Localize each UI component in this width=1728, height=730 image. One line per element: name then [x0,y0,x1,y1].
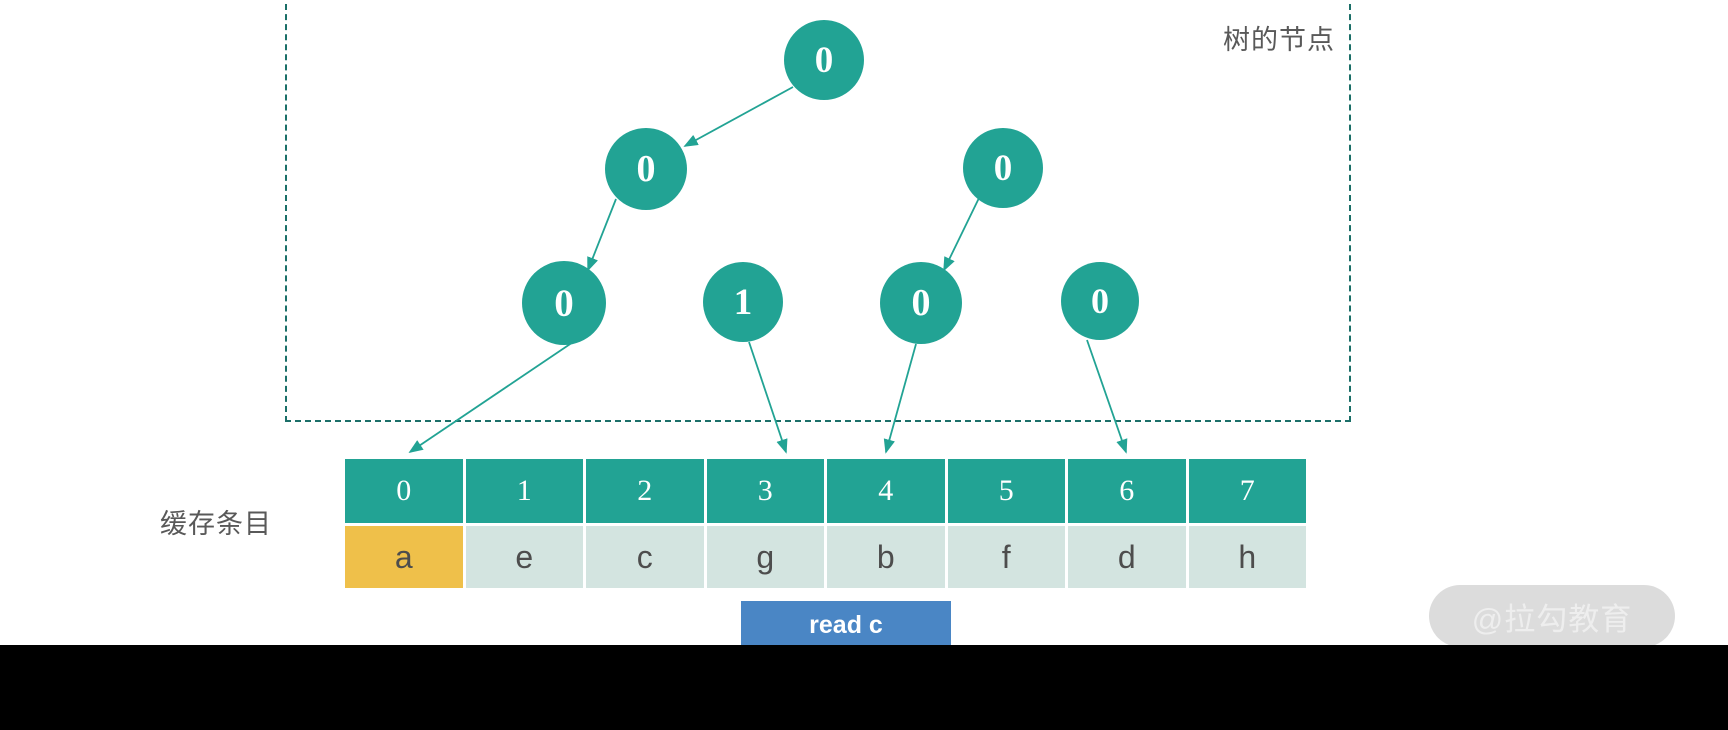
cache-value-cell-0: a [345,526,463,588]
tree-region-label: 树的节点 [1223,25,1335,55]
read-c-button[interactable]: read c [741,601,951,649]
cache-value-cell-3: g [706,526,824,588]
watermark-badge: @拉勾教育 [1429,585,1675,647]
cache-index-cell-6: 6 [1068,459,1186,523]
bottom-letterbox [0,645,1728,730]
tree-region-box: 树的节点 [285,0,1351,422]
cache-index-cell-3: 3 [706,459,824,523]
cache-index-cell-5: 5 [947,459,1065,523]
cache-value-cell-1: e [465,526,583,588]
cache-value-cell-6: d [1068,526,1186,588]
tree-node-leaf-3: 0 [1061,262,1139,340]
cache-index-cell-0: 0 [345,459,463,523]
cache-index-cell-1: 1 [465,459,583,523]
cache-index-cell-7: 7 [1188,459,1306,523]
tree-node-leaf-1: 1 [703,262,783,342]
cache-value-cell-2: c [586,526,704,588]
cache-index-cell-2: 2 [586,459,704,523]
cache-entries-label: 缓存条目 [160,509,272,539]
tree-node-n-r1: 0 [963,128,1043,208]
tree-node-root: 0 [784,20,864,100]
tree-node-n-l1: 0 [605,128,687,210]
tree-node-leaf-0: 0 [522,261,606,345]
tree-node-leaf-2: 0 [880,262,962,344]
cache-value-cell-4: b [827,526,945,588]
cache-value-cell-5: f [947,526,1065,588]
cache-index-cell-4: 4 [827,459,945,523]
cache-value-cell-7: h [1188,526,1306,588]
